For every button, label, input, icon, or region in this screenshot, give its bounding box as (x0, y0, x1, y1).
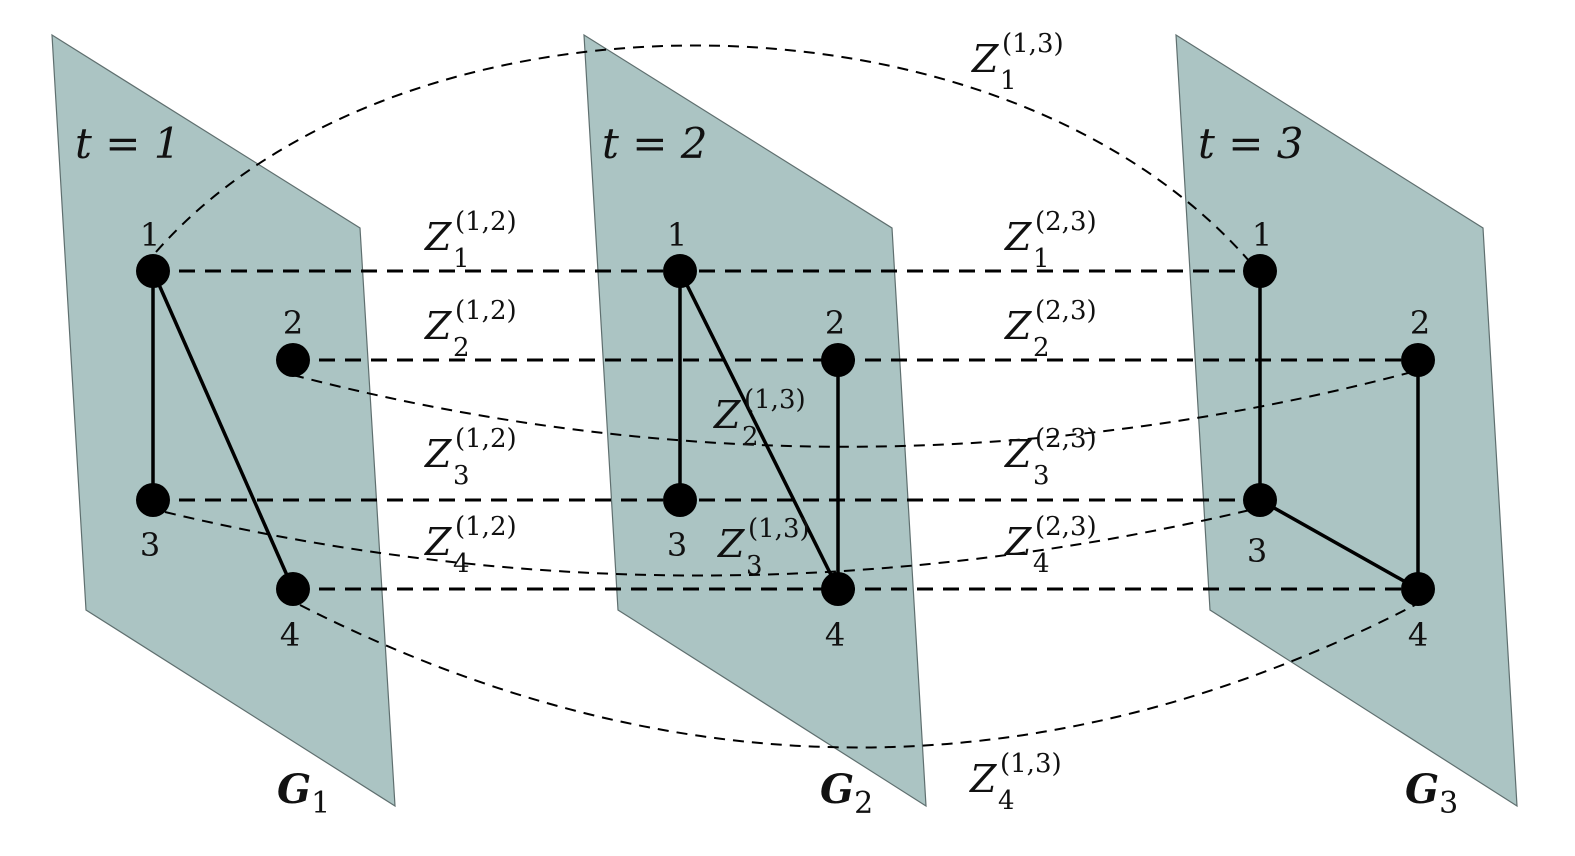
graph-name-label: G3 (1405, 766, 1458, 821)
link-label-main: Z (717, 522, 745, 566)
link-label-sup: (1,3) (1002, 29, 1064, 59)
graph-2-node-3 (663, 483, 697, 517)
node-label: 2 (825, 304, 845, 342)
link-label-main: Z (424, 304, 452, 348)
link-label-main: Z (424, 432, 452, 476)
link-label-sub: 2 (453, 333, 470, 363)
node-label: 4 (825, 616, 845, 654)
link-label-sub: 1 (453, 244, 470, 274)
link-label-sup: (2,3) (1035, 296, 1097, 326)
graph-2-node-4 (821, 572, 855, 606)
graph-1-edge-1-4 (151, 270, 295, 590)
graph-3-node-4 (1401, 572, 1435, 606)
link-label-main: Z (713, 393, 741, 437)
link-label-main: Z (1004, 520, 1032, 564)
link-label-main: Z (971, 37, 999, 81)
graph-2-node-1 (663, 254, 697, 288)
link-label-sub: 2 (1033, 333, 1050, 363)
link-label-main: Z (1004, 432, 1032, 476)
graph-name-label: G2 (820, 766, 873, 821)
node-label: 4 (280, 616, 300, 654)
graph-2-node-2 (821, 343, 855, 377)
link-1-3-node-4 (299, 604, 1416, 749)
link-label-sub: 3 (453, 461, 470, 491)
node-label: 4 (1408, 616, 1428, 654)
link-label-sub: 3 (1033, 461, 1050, 491)
time-label: t = 3 (1198, 119, 1304, 168)
link-label-sub: 1 (1000, 66, 1017, 96)
link-label-main: Z (969, 757, 997, 801)
link-label-main: Z (424, 520, 452, 564)
link-label-sup: (2,3) (1035, 512, 1097, 542)
link-label-sup: (2,3) (1035, 424, 1097, 454)
link-label-sup: (1,3) (748, 514, 810, 544)
graph-name-label: G1 (277, 766, 330, 821)
node-label: 3 (667, 526, 687, 564)
link-label-sup: (1,3) (744, 385, 806, 415)
link-label-sup: (1,3) (1000, 749, 1062, 779)
link-label-sup: (2,3) (1035, 207, 1097, 237)
graph-3-node-1 (1243, 254, 1277, 288)
node-label: 1 (667, 216, 687, 254)
link-label-sub: 4 (1033, 549, 1050, 579)
link-1-3-node-1 (155, 44, 1251, 263)
graph-1-node-3 (136, 483, 170, 517)
link-label-main: Z (424, 215, 452, 259)
graph-1-node-2 (276, 343, 310, 377)
graph-1-node-4 (276, 572, 310, 606)
link-label-sub: 4 (453, 549, 470, 579)
graph-index: 1 (311, 786, 330, 821)
graph-3-node-3 (1243, 483, 1277, 517)
link-1-3-node-3 (164, 509, 1251, 577)
node-label: 1 (1252, 216, 1272, 254)
link-label-sup: (1,2) (455, 424, 517, 454)
graph-name: G (277, 766, 311, 813)
link-label-sup: (1,2) (455, 207, 517, 237)
node-label: 1 (140, 216, 160, 254)
link-label-sub: 1 (1033, 244, 1050, 274)
graph-name: G (820, 766, 854, 813)
time-label: t = 1 (75, 119, 181, 168)
graph-2-edge-1-4 (678, 270, 840, 590)
link-label-main: Z (1004, 304, 1032, 348)
graph-index: 3 (1439, 786, 1458, 821)
graph-3-node-2 (1401, 343, 1435, 377)
link-label-main: Z (1004, 215, 1032, 259)
link-label-sub: 2 (742, 422, 759, 452)
time-label: t = 2 (602, 119, 708, 168)
link-label-sup: (1,2) (455, 296, 517, 326)
node-label: 2 (283, 304, 303, 342)
link-label-sub: 4 (998, 786, 1015, 816)
node-label: 2 (1410, 304, 1430, 342)
node-label: 3 (1247, 532, 1267, 570)
graph-index: 2 (854, 786, 873, 821)
graph-name: G (1405, 766, 1439, 813)
graph-3-edge-3-4 (1259, 498, 1419, 591)
link-label-sub: 3 (746, 551, 763, 581)
link-label-sup: (1,2) (455, 512, 517, 542)
graph-1-node-1 (136, 254, 170, 288)
node-label: 3 (140, 526, 160, 564)
